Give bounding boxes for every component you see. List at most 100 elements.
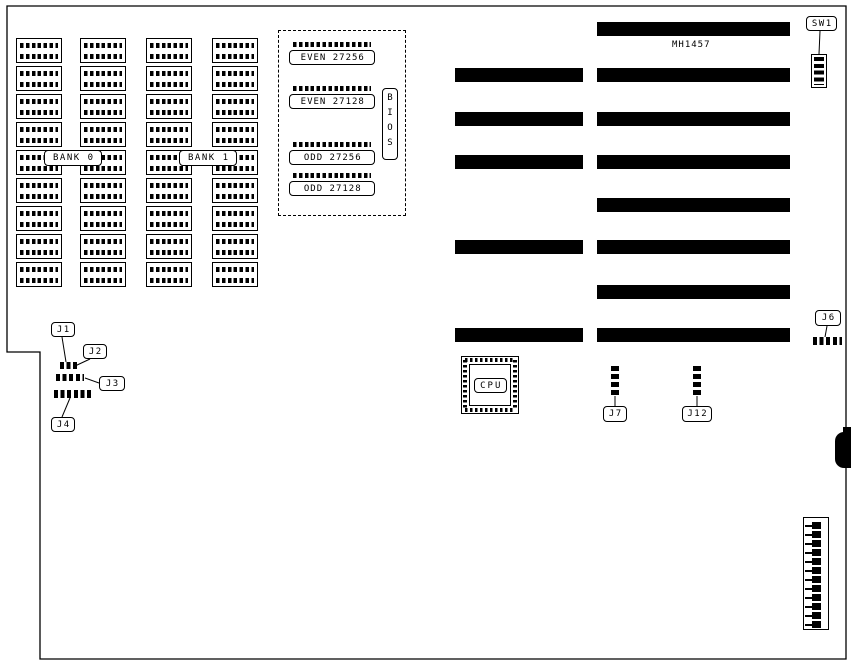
pin-lead <box>805 606 812 608</box>
ram-chip <box>212 206 258 231</box>
pin-row <box>20 155 58 160</box>
ram-chip <box>146 94 192 119</box>
pin-row <box>216 71 254 76</box>
pin-lead <box>805 615 812 617</box>
pin-row <box>150 155 188 160</box>
pin-row <box>216 239 254 244</box>
pin-row <box>150 54 188 59</box>
pin-row <box>84 71 122 76</box>
rom-chip: EVEN 27256 <box>289 42 375 68</box>
pin-row <box>84 239 122 244</box>
pin-row <box>150 278 188 283</box>
j2-label: J2 <box>83 344 107 359</box>
ram-chip <box>16 206 62 231</box>
pin-row <box>84 138 122 143</box>
ram-chip <box>80 234 126 259</box>
din-connector <box>835 432 851 468</box>
ram-chip <box>16 262 62 287</box>
expansion-slot <box>597 328 790 342</box>
pin-row <box>150 183 188 188</box>
ram-chip <box>212 94 258 119</box>
ram-chip <box>146 178 192 203</box>
pin-lead <box>805 561 812 563</box>
ram-chip <box>16 38 62 63</box>
power-pin <box>804 603 828 610</box>
bios-rom-area <box>278 30 406 216</box>
j2-jumper <box>60 362 77 369</box>
pin-row <box>216 99 254 104</box>
ram-chip <box>16 94 62 119</box>
bank0-label: BANK 0 <box>44 150 102 166</box>
pin-row <box>150 99 188 104</box>
power-pin <box>804 576 828 583</box>
rom-chip-label: EVEN 27128 <box>289 94 375 109</box>
pin-lead <box>805 624 812 626</box>
pin-row <box>150 82 188 87</box>
ram-chip <box>146 234 192 259</box>
power-pin <box>804 612 828 619</box>
pin-row <box>20 239 58 244</box>
ram-chip <box>16 66 62 91</box>
ram-chip <box>80 206 126 231</box>
ram-chip <box>146 122 192 147</box>
pin-pad <box>812 621 821 628</box>
ram-chip <box>16 234 62 259</box>
din-connector-tab <box>843 427 851 433</box>
pin-row <box>216 250 254 255</box>
pin-pad <box>812 585 821 592</box>
pin-row <box>84 43 122 48</box>
expansion-slot <box>597 22 790 36</box>
pin-row <box>150 127 188 132</box>
pin-row <box>20 194 58 199</box>
pin-pad <box>812 549 821 556</box>
cpu-socket: CPU <box>461 356 519 414</box>
ram-chip <box>146 262 192 287</box>
expansion-slot <box>597 198 790 212</box>
pin-row <box>20 267 58 272</box>
expansion-slot <box>455 328 583 342</box>
expansion-slot <box>597 112 790 126</box>
cpu-pins-left <box>463 360 467 410</box>
j12-jumper <box>693 366 701 396</box>
pin-row <box>84 183 122 188</box>
pin-row <box>20 183 58 188</box>
pin-lead <box>805 534 812 536</box>
expansion-slot <box>597 155 790 169</box>
pin-pad <box>812 576 821 583</box>
pin-row <box>84 250 122 255</box>
pin-pad <box>812 612 821 619</box>
ram-chip <box>212 38 258 63</box>
pin-pad <box>812 531 821 538</box>
expansion-slot <box>455 68 583 82</box>
expansion-slot <box>455 112 583 126</box>
pin-row <box>20 71 58 76</box>
j4-jumper <box>54 390 92 398</box>
power-pin <box>804 621 828 628</box>
pin-row <box>20 211 58 216</box>
pin-row <box>293 42 371 47</box>
pin-row <box>84 99 122 104</box>
sw1-dip-switch <box>811 54 827 88</box>
pin-row <box>20 222 58 227</box>
expansion-slot <box>455 240 583 254</box>
j1-label: J1 <box>51 322 75 337</box>
pin-pad <box>812 603 821 610</box>
pin-row <box>20 43 58 48</box>
power-pin <box>804 540 828 547</box>
pin-row <box>293 142 371 147</box>
pin-row <box>150 194 188 199</box>
pin-row <box>20 278 58 283</box>
pin-row <box>84 267 122 272</box>
pin-row <box>216 54 254 59</box>
pin-row <box>216 222 254 227</box>
cpu-label: CPU <box>474 378 507 393</box>
j4-label: J4 <box>51 417 75 432</box>
rom-chip-label: EVEN 27256 <box>289 50 375 65</box>
pin-row <box>150 211 188 216</box>
power-connector <box>803 517 829 630</box>
pin-pad <box>812 594 821 601</box>
pin-row <box>216 194 254 199</box>
pin-row <box>150 71 188 76</box>
pin-row <box>216 127 254 132</box>
